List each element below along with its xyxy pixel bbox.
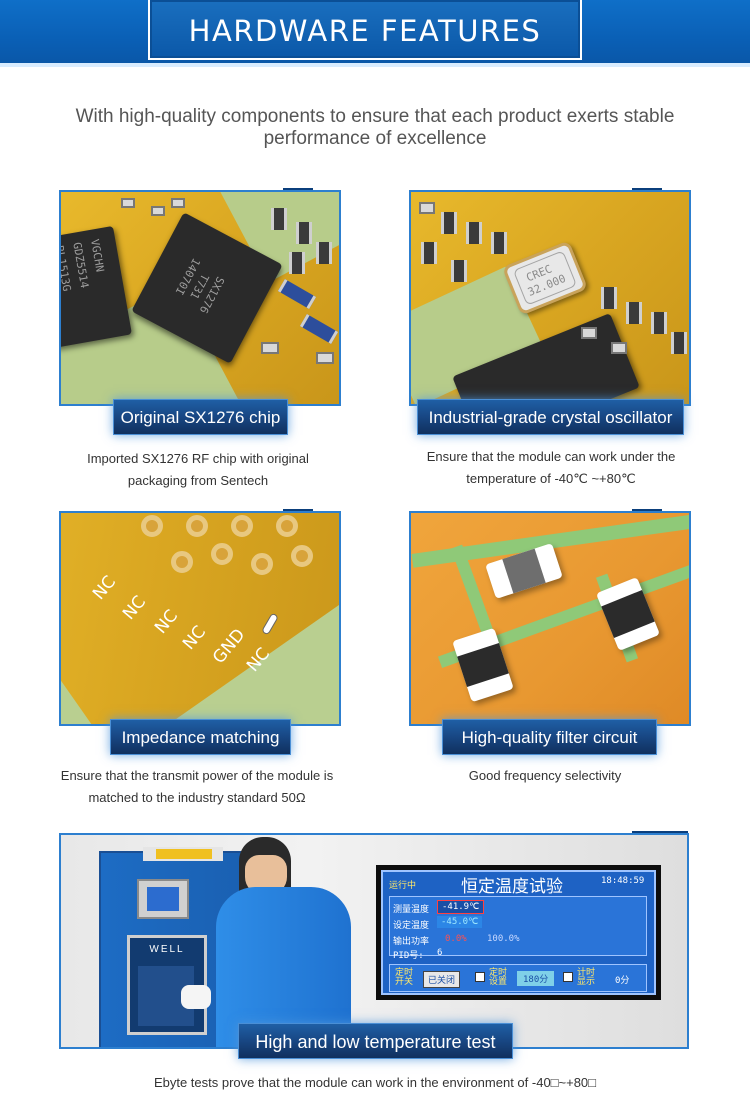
screen-label: PID号: — [393, 951, 424, 961]
screen-panel: 运行中 恒定温度试验 18:48:59 测量温度 -41.9℃ 设定温度 -45… — [381, 870, 656, 995]
screen-status: 运行中 — [389, 881, 417, 891]
screen-label: 测量温度 — [393, 905, 430, 915]
feature-label-impedance: Impedance matching — [110, 719, 291, 755]
screen-timer-value: 180分 — [517, 971, 555, 986]
screen-measured-temp: -41.9℃ — [437, 900, 485, 914]
feature-desc-temperature-test: Ebyte tests prove that the module can wo… — [30, 1072, 720, 1094]
impedance-matching-photo: NC NC NC NC GND NC — [59, 511, 341, 726]
screen-time-display: 计时显示 — [577, 968, 596, 987]
screen-set-temp: -45.0℃ — [437, 916, 483, 928]
desc-line: matched to the industry standard 50Ω — [88, 790, 306, 805]
desc-line: Ebyte tests prove that the module can wo… — [153, 1075, 597, 1090]
feature-desc-sx1276: Imported SX1276 RF chip with original pa… — [40, 448, 356, 492]
technician-body — [216, 887, 351, 1047]
banner-stripe — [0, 63, 750, 67]
desc-line: Good frequency selectivity — [468, 768, 622, 783]
screen-timer-switch: 定时开关 — [395, 968, 414, 987]
desc-line: temperature of -40℃ ~+80℃ — [466, 471, 636, 486]
screen-title: 恒定温度试验 — [461, 877, 563, 897]
feature-label-filter: High-quality filter circuit — [442, 719, 657, 755]
intro-text: With high-quality components to ensure t… — [75, 106, 675, 149]
screen-label: 设定温度 — [393, 921, 430, 931]
technician-glove — [181, 985, 211, 1009]
temperature-test-photo: WELL 运行中 恒定温度试验 18:48:59 测量温度 -41.9℃ 设定温… — [59, 833, 689, 1049]
desc-line: packaging from Sentech — [127, 473, 269, 488]
desc-line: Ensure that the transmit power of the mo… — [60, 768, 334, 783]
secondary-chip: BL1513G GDZ5514 VGCHN — [61, 225, 132, 349]
feature-desc-crystal-oscillator: Ensure that the module can work under th… — [391, 446, 711, 490]
screen-time-display-value: 0分 — [615, 976, 630, 986]
sx1276-chip-photo: BL1513G GDZ5514 VGCHN SX1276 T731 14070I — [59, 190, 341, 406]
chamber-logo: WELL — [149, 944, 185, 955]
screen-timer-setting: 定时设置 — [489, 968, 508, 987]
feature-desc-filter: Good frequency selectivity — [391, 765, 699, 787]
desc-line: Imported SX1276 RF chip with original — [87, 451, 309, 466]
screen-value: 0.0% — [445, 934, 467, 944]
feature-label-sx1276: Original SX1276 chip — [113, 399, 288, 435]
feature-desc-impedance: Ensure that the transmit power of the mo… — [30, 765, 364, 809]
header-banner: HARDWARE FEATURES — [0, 0, 750, 67]
feature-label-crystal-oscillator: Industrial-grade crystal oscillator — [417, 399, 684, 435]
feature-label-temperature-test: High and low temperature test — [238, 1023, 513, 1059]
page-title: HARDWARE FEATURES — [188, 14, 542, 48]
screen-value: 100.0% — [487, 934, 520, 944]
screen-timer-state: 已关闭 — [423, 971, 461, 988]
desc-line: Ensure that the module can work under th… — [426, 449, 676, 464]
screen-label: 输出功率 — [393, 937, 430, 947]
crystal-oscillator-photo: CREC 32.000 — [409, 190, 691, 406]
screen-time: 18:48:59 — [601, 876, 645, 886]
header-title-frame — [148, 0, 582, 60]
screen-value: 6 — [437, 948, 443, 958]
temperature-controller-screen: 运行中 恒定温度试验 18:48:59 测量温度 -41.9℃ 设定温度 -45… — [376, 865, 661, 1000]
filter-circuit-photo — [409, 511, 691, 726]
